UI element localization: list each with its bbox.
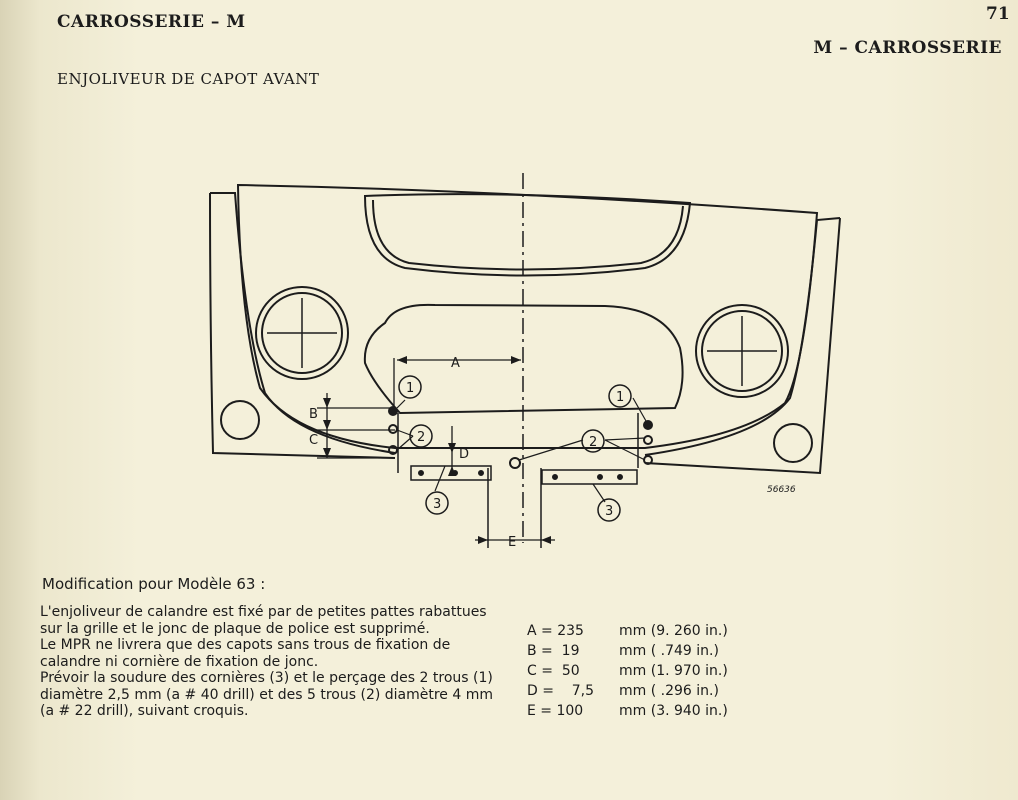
left-fender-edge [209,192,396,459]
left-headlight [255,286,349,380]
header-left-title: CARROSSERIE – M [57,12,246,32]
dim-b-label: B [309,407,318,422]
dimension-row: E = 100 mm (3. 940 in.) [527,703,728,719]
left-bracket [410,465,492,481]
section-subtitle: ENJOLIVEUR DE CAPOT AVANT [57,70,320,88]
callout-1-left: 1 [406,381,414,396]
dimension-row: A = 235 mm (9. 260 in.) [527,623,728,639]
paragraph-2: Le MPR ne livrera que des capots sans tr… [40,637,451,670]
dimension-table: A = 235 mm (9. 260 in.) B = 19 mm ( .749… [527,621,728,721]
top-opening [363,193,692,277]
modification-title: Modification pour Modèle 63 : [42,575,266,593]
callout-1-right: 1 [616,390,624,405]
right-fender-edge [644,217,841,475]
top-opening-inner [372,199,684,271]
grille-opening [363,303,684,415]
paragraph-3: Prévoir la soudure des cornières (3) et … [40,670,494,719]
right-small-lamp [773,423,813,463]
header-right-title: M – CARROSSERIE [813,38,1002,58]
dim-a-label: A [451,356,460,371]
figure-reference: 56636 [767,485,796,495]
page-number: 71 [986,4,1010,24]
paragraph-1: L'enjoliveur de calandre est fixé par de… [40,604,487,637]
left-small-lamp [220,400,260,440]
modification-text: L'enjoliveur de calandre est fixé par de… [40,604,500,720]
dimension-row: C = 50 mm (1. 970 in.) [527,663,728,679]
dimension-row: B = 19 mm ( .749 in.) [527,643,719,659]
right-bracket [541,469,638,485]
dimension-row: D = 7,5 mm ( .296 in.) [527,683,719,699]
hood-trim-diagram: A B C D E [209,173,841,550]
callout-3-left: 3 [433,497,441,512]
dim-d-label: D [459,447,469,462]
right-headlight [695,304,789,398]
callout-3-right: 3 [605,504,613,519]
callout-2-left: 2 [417,430,425,445]
dim-c-label: C [309,433,318,448]
callout-2-right: 2 [589,435,597,450]
right-headlight-inner [701,310,783,392]
left-headlight-inner [261,292,343,374]
dim-e-label: E [508,535,516,550]
